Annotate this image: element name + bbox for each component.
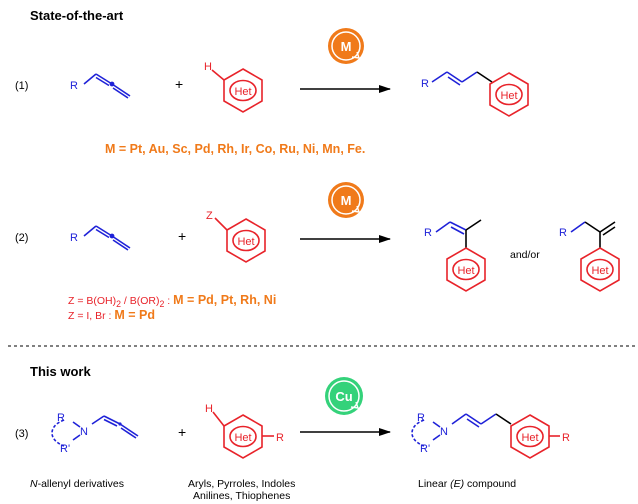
caption-linear-e-compound: Linear (E) compound: [418, 478, 517, 490]
r-group-label: R: [70, 80, 78, 92]
het-label: Het: [234, 86, 251, 98]
plus-sign-3: +: [178, 424, 187, 440]
catalyst-label-2: M: [341, 193, 352, 208]
product-2a-ring: [446, 247, 486, 292]
r-group-label: R: [424, 227, 432, 239]
catalyst-label-3: Cu: [335, 389, 352, 404]
caption-coupling-partners: Aryls, Pyrroles, Indoles Anilines, Thiop…: [188, 478, 296, 502]
r-group-label: R: [559, 227, 567, 239]
reaction-number-3: (3): [15, 428, 29, 440]
z-substituent-label: Z: [206, 210, 213, 222]
h-atom-label: H: [204, 61, 212, 73]
heteroarene-ring-1: [211, 68, 263, 113]
r-group-label: R: [562, 432, 570, 444]
section-title-this-work: This work: [30, 364, 91, 379]
condition-line-1: Z = B(OH)2 / B(OR)2 : M = Pd, Pt, Rh, Ni: [68, 293, 277, 310]
product-2a-chain: [435, 219, 482, 248]
reaction-2-allene: [83, 225, 131, 251]
reaction-1-allene: [83, 73, 131, 99]
n-allenyl-substrate: [51, 415, 139, 447]
het-label: Het: [521, 432, 538, 444]
nitrogen-label: N: [80, 426, 88, 438]
product-3-chain: [411, 413, 512, 447]
het-label: Het: [457, 265, 474, 277]
r-group-label: R: [276, 432, 284, 444]
r-prime-label: R': [420, 443, 430, 455]
section-title-state-of-the-art: State-of-the-art: [30, 8, 124, 23]
plus-sign-2: +: [178, 228, 187, 244]
het-label: Het: [591, 265, 608, 277]
reaction-number-1: (1): [15, 80, 29, 92]
metal-list-1: M = Pt, Au, Sc, Pd, Rh, Ir, Co, Ru, Ni, …: [105, 142, 366, 156]
catalyst-badge-2: [328, 182, 364, 218]
r-group-label: R: [57, 412, 65, 424]
product-3-ring: [510, 414, 560, 459]
reaction-number-2: (2): [15, 232, 29, 244]
het-label: Het: [237, 236, 254, 248]
and-or-label: and/or: [510, 249, 540, 261]
product-1-chain: [431, 71, 478, 86]
r-group-label: R: [421, 78, 429, 90]
h-atom-label: H: [205, 403, 213, 415]
het-label: Het: [234, 432, 251, 444]
plus-sign-1: +: [175, 76, 184, 92]
product-1-ring: [489, 72, 529, 117]
catalyst-badge-1: [328, 28, 364, 64]
r-group-label: R: [417, 412, 425, 424]
nitrogen-label: N: [440, 426, 448, 438]
condition-line-2: Z = I, Br : M = Pd: [68, 308, 156, 322]
product-2b-chain: [570, 221, 616, 248]
caption-n-allenyl-derivatives: N-allenyl derivatives: [30, 478, 124, 490]
het-label: Het: [500, 90, 517, 102]
heteroarene-ring-2: [214, 217, 266, 263]
r-prime-label: R': [60, 443, 70, 455]
product-2b-ring: [580, 247, 620, 292]
catalyst-badge-3: [325, 377, 363, 415]
r-group-label: R: [70, 232, 78, 244]
heteroarene-ring-3: [212, 411, 274, 459]
catalyst-label-1: M: [341, 39, 352, 54]
